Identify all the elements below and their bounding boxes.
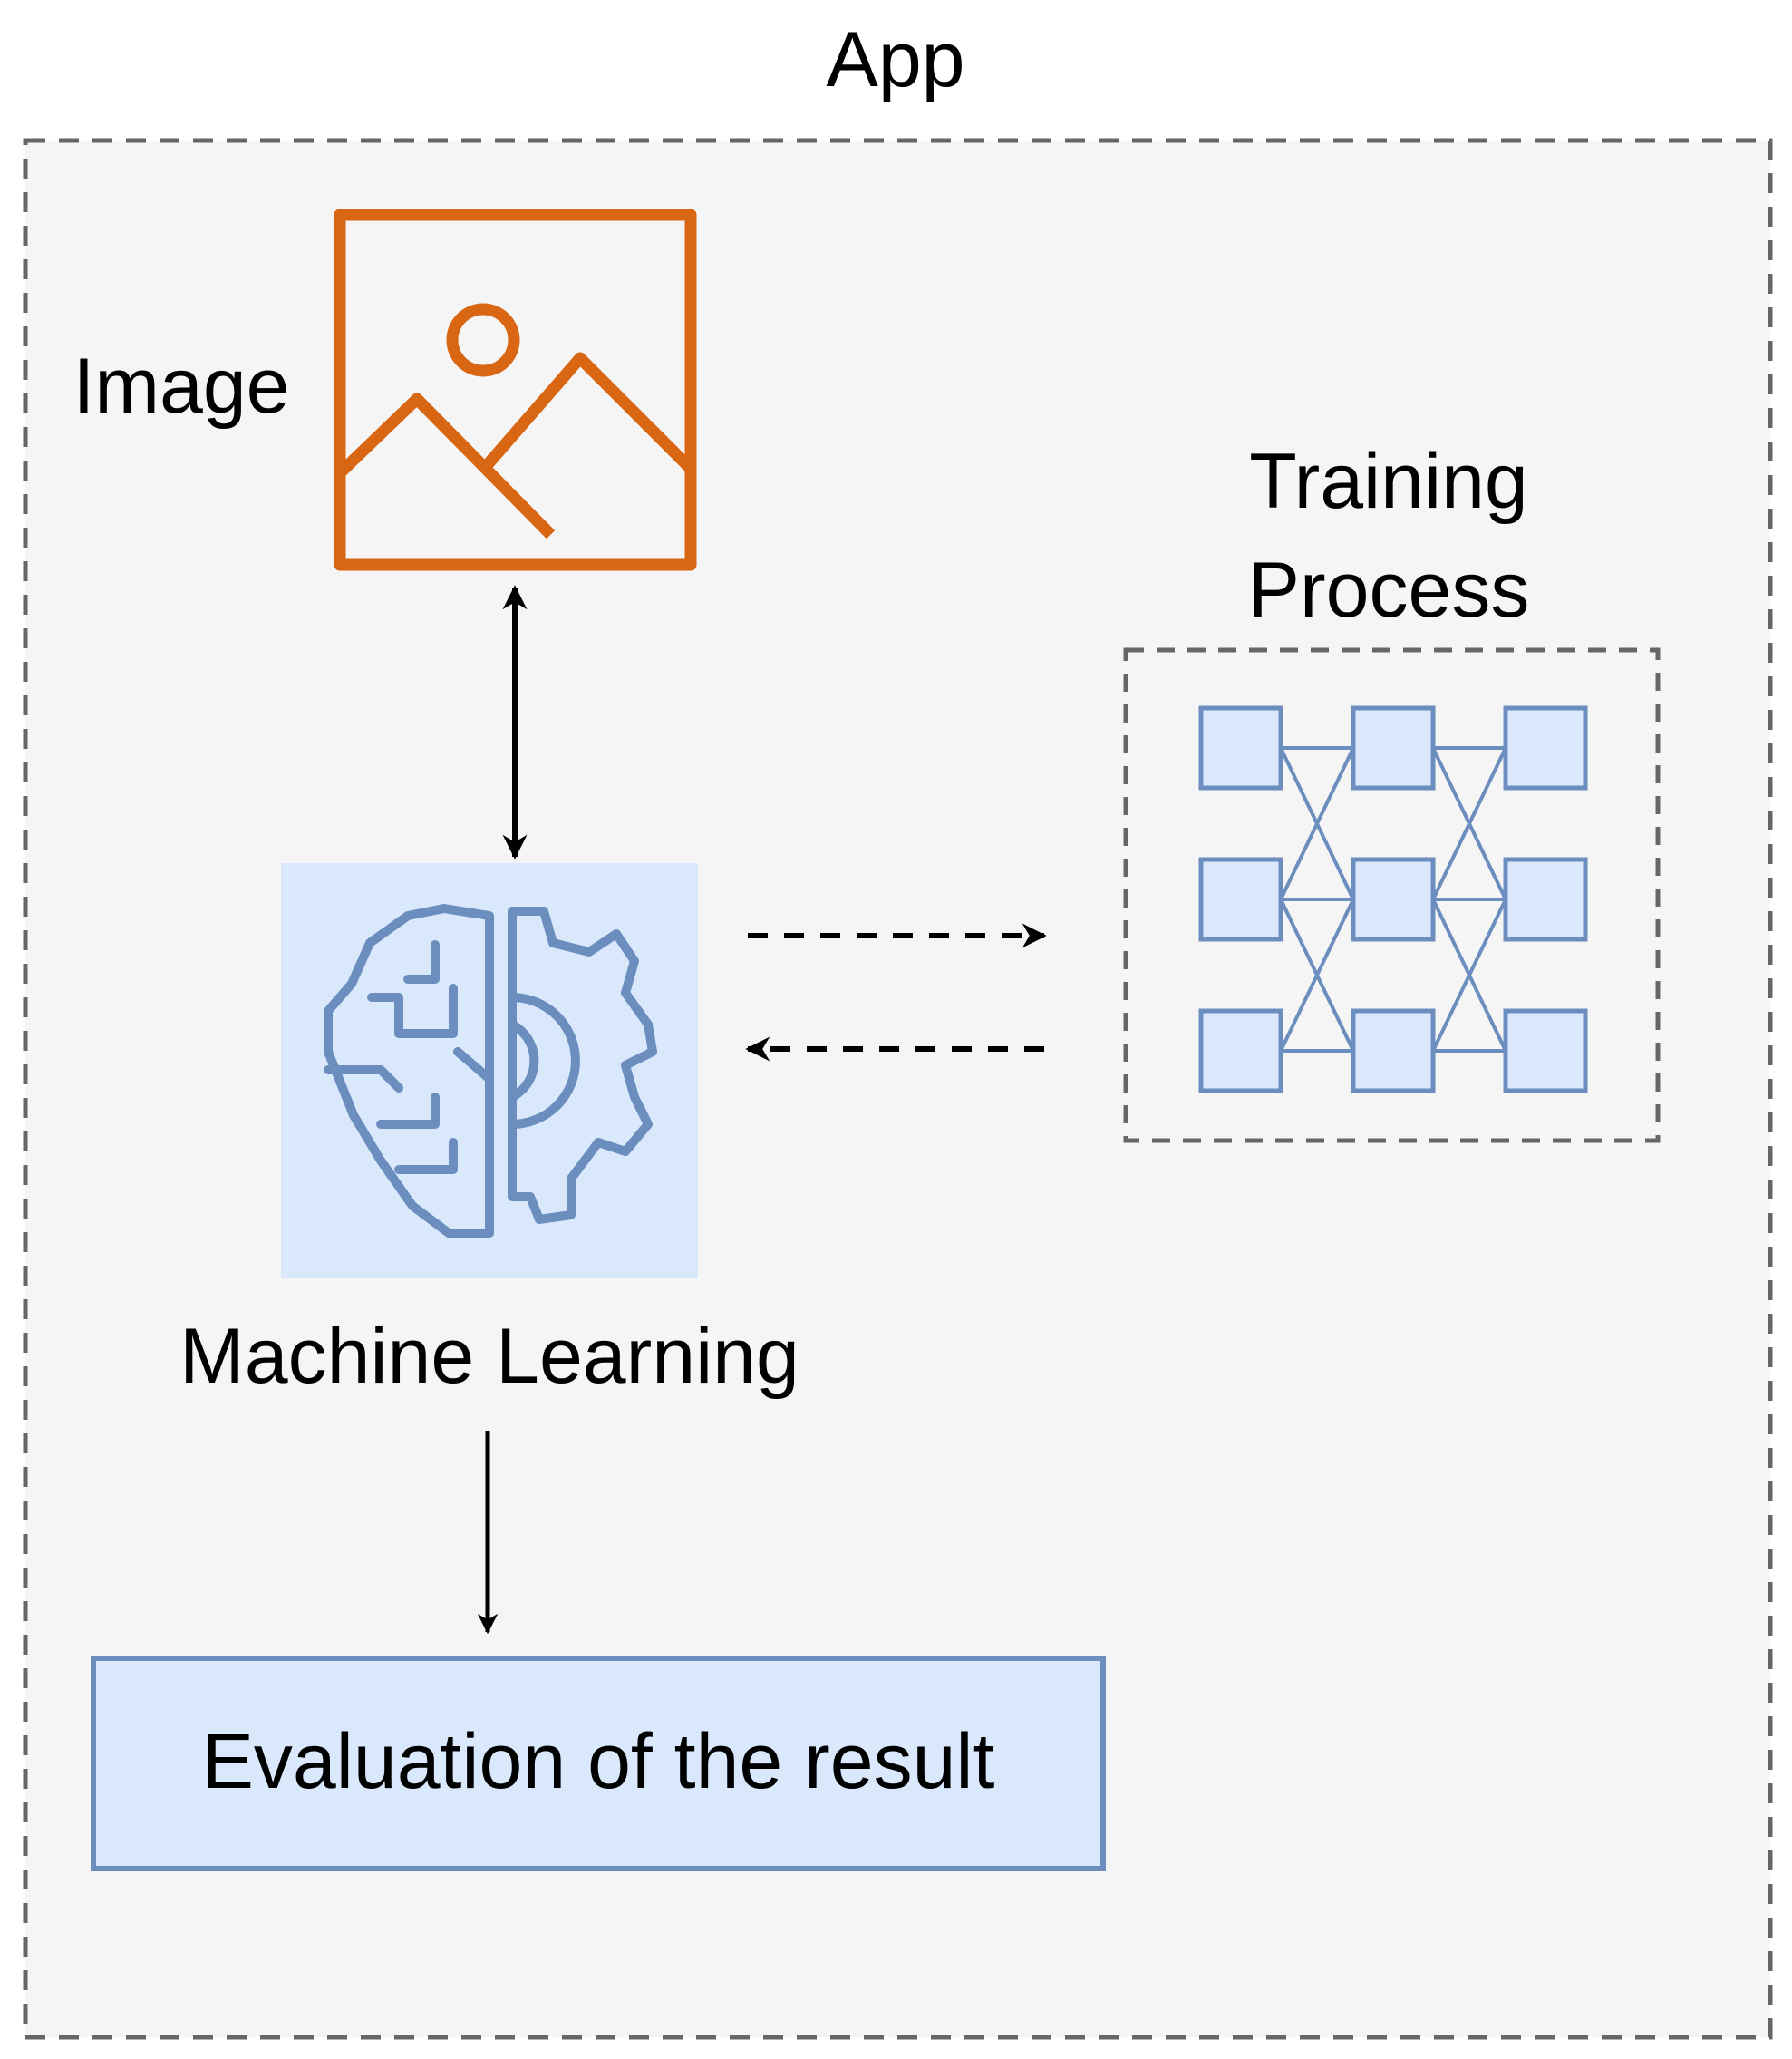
neural-network-icon xyxy=(1198,705,1588,1093)
training-container xyxy=(1123,647,1661,1143)
training-label-line1: Training xyxy=(1249,438,1528,525)
brain-gear-icon xyxy=(324,904,657,1238)
image-icon xyxy=(334,209,697,571)
image-label: Image xyxy=(73,343,289,430)
training-label-line2: Process xyxy=(1248,547,1530,634)
ml-label: Machine Learning xyxy=(179,1313,799,1400)
app-title: App xyxy=(826,16,964,103)
evaluation-box xyxy=(91,1656,1106,1871)
evaluation-label: Evaluation of the result xyxy=(202,1718,995,1805)
